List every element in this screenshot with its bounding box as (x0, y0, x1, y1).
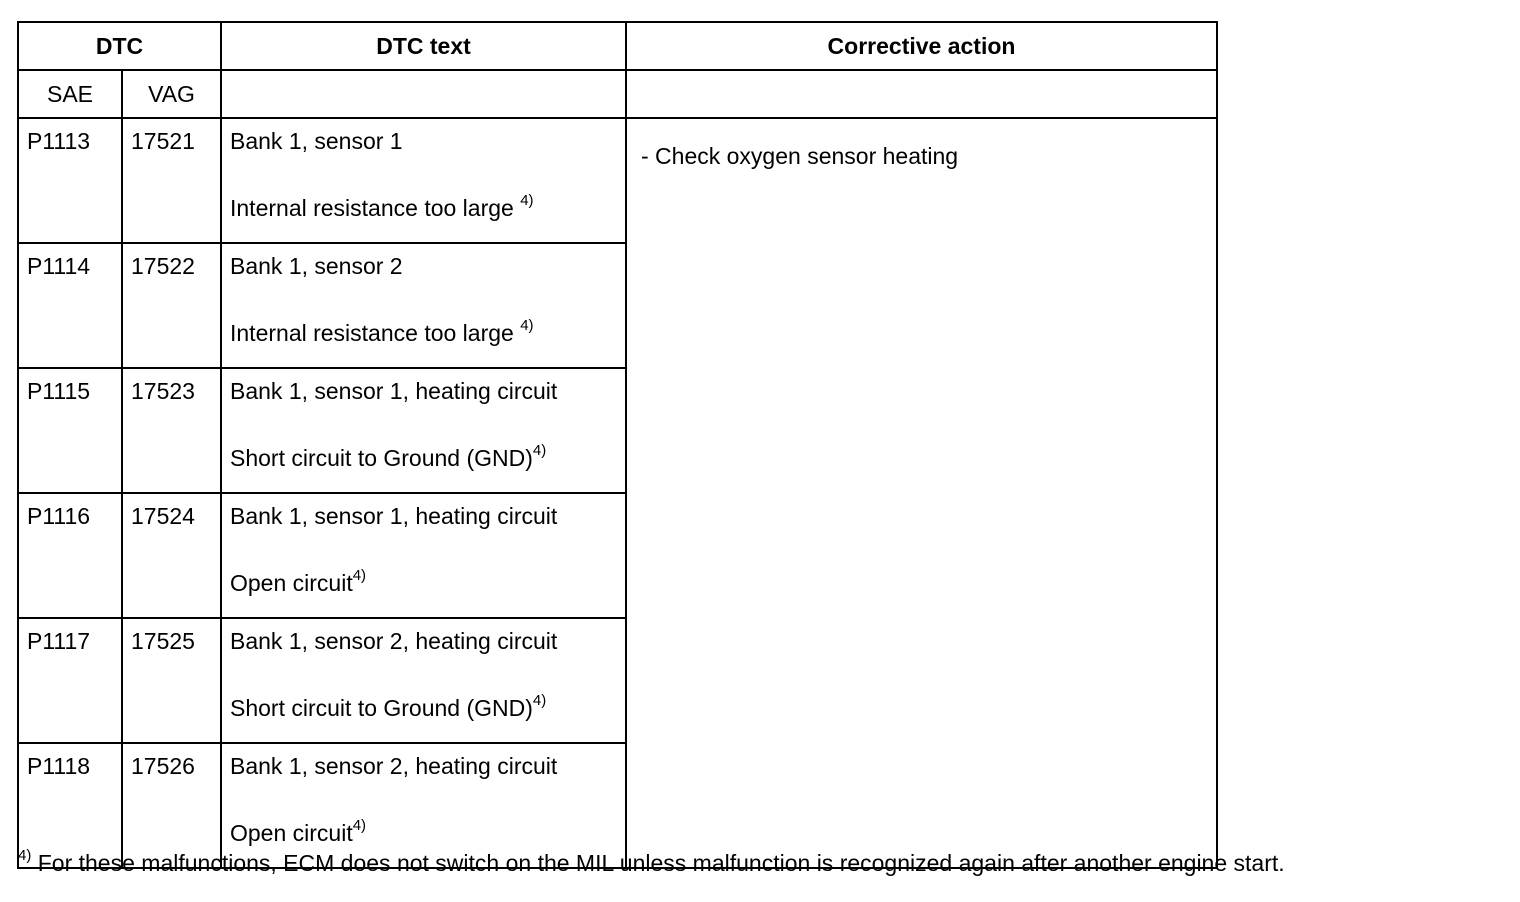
footnote-marker: 4) (352, 567, 367, 585)
dtc-text-line2-wrap: Short circuit to Ground (GND)4) (230, 442, 617, 472)
dtc-text-cell: Bank 1, sensor 2, heating circuit Open c… (220, 742, 627, 869)
footnote: 4) For these malfunctions, ECM does not … (18, 847, 1285, 877)
table-row: P1114 17522 Bank 1, sensor 2 Internal re… (17, 242, 1217, 369)
vag-code: 17526 (121, 742, 222, 869)
subheader-empty-action (625, 69, 1218, 119)
sae-code: P1116 (17, 492, 123, 619)
dtc-text-line2: Open circuit (230, 570, 353, 596)
dtc-text-line1: Bank 1, sensor 1, heating circuit (230, 503, 558, 529)
dtc-text-line1: Bank 1, sensor 2, heating circuit (230, 628, 558, 654)
footnote-marker: 4) (18, 847, 32, 865)
dtc-text-line1: Bank 1, sensor 1 (230, 128, 403, 154)
footnote-marker: 4) (532, 692, 547, 710)
sae-code: P1114 (17, 242, 123, 369)
table-row: P1113 17521 Bank 1, sensor 1 Internal re… (17, 117, 1218, 869)
table-row: P1117 17525 Bank 1, sensor 2, heating ci… (17, 617, 1217, 744)
corrective-action-cell: - Check oxygen sensor heating (625, 117, 1218, 869)
dtc-text-cell: Bank 1, sensor 1 Internal resistance too… (220, 117, 627, 244)
dtc-text-line2: Open circuit (230, 820, 353, 846)
dtc-text-line1: Bank 1, sensor 2, heating circuit (230, 753, 558, 779)
dtc-text-line2-wrap: Open circuit4) (230, 567, 617, 597)
footnote-marker: 4) (520, 317, 534, 335)
dtc-text-line1: Bank 1, sensor 1, heating circuit (230, 378, 558, 404)
dtc-text-cell: Bank 1, sensor 2 Internal resistance too… (220, 242, 627, 369)
table-row: P1118 17526 Bank 1, sensor 2, heating ci… (17, 742, 1217, 869)
header-corrective-action: Corrective action (625, 21, 1218, 71)
header-dtc-text: DTC text (220, 21, 627, 71)
subheader-row: SAE VAG (17, 69, 1218, 119)
footnote-marker: 4) (520, 192, 534, 210)
footnote-text: For these malfunctions, ECM does not swi… (31, 850, 1285, 876)
dtc-text-line2: Short circuit to Ground (GND) (230, 445, 533, 471)
table-row: P1116 17524 Bank 1, sensor 1, heating ci… (17, 492, 1217, 619)
dtc-text-cell: Bank 1, sensor 1, heating circuit Short … (220, 367, 627, 494)
dtc-text-line2-wrap: Open circuit4) (230, 817, 617, 847)
sae-code: P1115 (17, 367, 123, 494)
dtc-text-line2-wrap: Internal resistance too large 4) (230, 192, 617, 222)
header-dtc: DTC (17, 21, 222, 71)
vag-code: 17521 (121, 117, 222, 244)
header-sae: SAE (17, 69, 123, 119)
subheader-empty-text (220, 69, 627, 119)
vag-code: 17523 (121, 367, 222, 494)
sae-code: P1113 (17, 117, 123, 244)
sae-code: P1117 (17, 617, 123, 744)
table-row: P1115 17523 Bank 1, sensor 1, heating ci… (17, 367, 1217, 494)
vag-code: 17524 (121, 492, 222, 619)
vag-code: 17525 (121, 617, 222, 744)
dtc-text-line2-wrap: Short circuit to Ground (GND)4) (230, 692, 617, 722)
sae-code: P1118 (17, 742, 123, 869)
dtc-text-line1: Bank 1, sensor 2 (230, 253, 403, 279)
footnote-marker: 4) (532, 442, 547, 460)
footnote-marker: 4) (352, 817, 367, 835)
vag-code: 17522 (121, 242, 222, 369)
dtc-text-line2: Internal resistance too large (230, 195, 521, 221)
dtc-text-cell: Bank 1, sensor 2, heating circuit Short … (220, 617, 627, 744)
dtc-text-cell: Bank 1, sensor 1, heating circuit Open c… (220, 492, 627, 619)
header-vag: VAG (121, 69, 222, 119)
dtc-text-line2: Short circuit to Ground (GND) (230, 695, 533, 721)
dtc-text-line2: Internal resistance too large (230, 320, 521, 346)
header-row: DTC DTC text Corrective action (17, 21, 1218, 71)
dtc-text-line2-wrap: Internal resistance too large 4) (230, 317, 617, 347)
dtc-table: DTC DTC text Corrective action SAE VAG P… (17, 21, 1218, 869)
